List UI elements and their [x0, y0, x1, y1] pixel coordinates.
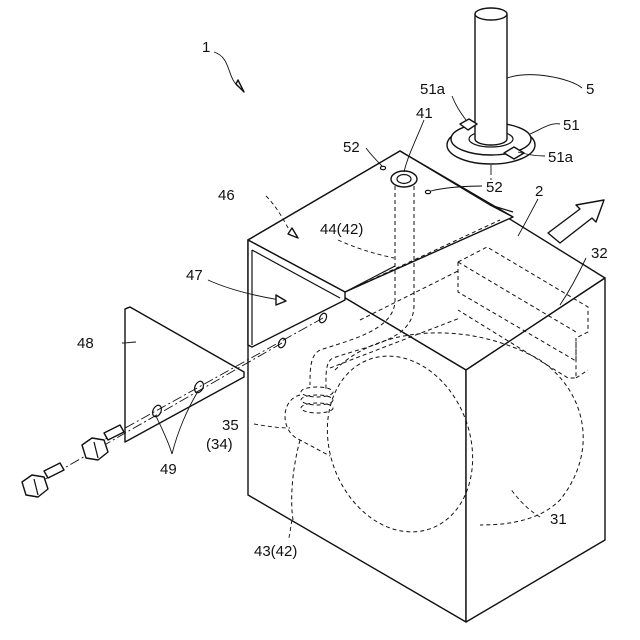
bolt-lower-shank: [44, 463, 64, 478]
bolt-lower-head: [22, 475, 48, 497]
leader-52-left: [366, 148, 382, 166]
leader-51a-upper: [452, 96, 466, 120]
label-tab-51a-upper: 51a: [420, 81, 446, 98]
label-tube-5: 5: [586, 81, 594, 98]
leader-51: [530, 124, 560, 134]
bolt-upper: [82, 425, 124, 460]
tube-5-assembly: [447, 8, 535, 180]
label-inner-duct-44: 44(42): [320, 221, 363, 238]
label-assembly-1: 1: [202, 39, 210, 56]
leader-5: [507, 75, 582, 88]
port-41-ring: [391, 171, 417, 187]
label-plate-48: 48: [77, 335, 94, 352]
label-drum-31: 31: [550, 511, 567, 528]
label-lower-duct-43: 43(42): [254, 543, 297, 560]
label-flange-51: 51: [563, 117, 580, 134]
tube-5-body: [475, 14, 507, 145]
label-port-41: 41: [416, 105, 433, 122]
leader-49a: [156, 416, 172, 454]
bolt-upper-head: [82, 438, 108, 460]
label-box-32: 32: [591, 245, 608, 262]
direction-arrow: [548, 200, 604, 243]
leader-1-arrowhead: [236, 80, 244, 92]
tube-5-top: [475, 8, 507, 20]
leader-43: [288, 520, 292, 540]
label-vent-34: (34): [206, 436, 233, 453]
bolt-lower: [22, 463, 64, 497]
label-opening-47: 47: [186, 267, 203, 284]
bolt-upper-shank: [104, 425, 124, 440]
label-bolts-49: 49: [160, 461, 177, 478]
label-hole-52-right: 52: [486, 179, 503, 196]
label-tab-51a-lower: 51a: [548, 149, 574, 166]
label-cover-46: 46: [218, 187, 235, 204]
label-vent-35: 35: [222, 417, 239, 434]
label-hole-52-left: 52: [343, 139, 360, 156]
label-case-2: 2: [535, 183, 543, 200]
